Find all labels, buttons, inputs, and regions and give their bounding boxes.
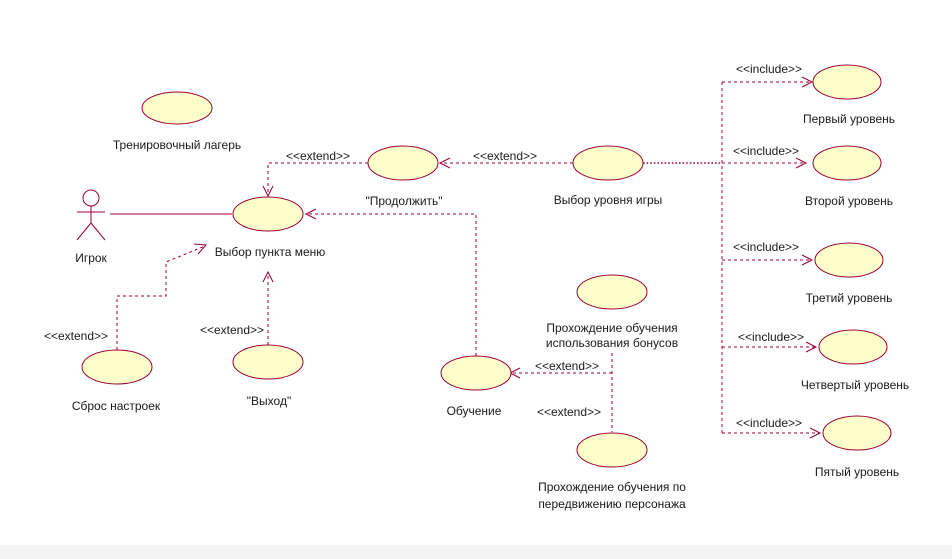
use-case-bonus-training xyxy=(576,274,648,310)
training-label: Обучение xyxy=(447,404,502,418)
use-case-movement-training xyxy=(576,432,648,468)
extend-continue-arrow xyxy=(262,185,274,198)
training-camp-label: Тренировочный лагерь xyxy=(113,138,241,152)
extend-stereotype-select-level: <<extend>> xyxy=(473,149,537,163)
level1-label: Первый уровень xyxy=(803,112,895,126)
reset-label: Сброс настроек xyxy=(72,399,161,413)
include-level4-arrow xyxy=(805,341,818,353)
use-case-continue xyxy=(367,145,439,181)
include-level5-arrow xyxy=(809,427,822,439)
use-case-reset xyxy=(81,349,153,385)
use-case-training-camp xyxy=(141,91,213,125)
select-level-label: Выбор уровня игры xyxy=(554,193,663,207)
use-case-level4 xyxy=(818,329,888,365)
extend-select-level-arrow xyxy=(438,157,451,169)
training-link-arrow xyxy=(304,208,317,220)
level2-label: Второй уровень xyxy=(805,194,893,208)
movement-training-label-line1: Прохождение обучения по xyxy=(538,480,686,494)
use-case-exit xyxy=(232,344,304,380)
training-link-line xyxy=(306,213,477,356)
include-stereotype-level3: <<include>> xyxy=(733,240,799,254)
exit-label: "Выход" xyxy=(247,394,291,408)
bonus-training-label-line2: использования бонусов xyxy=(546,336,678,350)
level5-label: Пятый уровень xyxy=(815,465,899,479)
extend-stereotype-continue: <<extend>> xyxy=(286,149,350,163)
extend-exit-arrow xyxy=(262,270,274,283)
use-case-training xyxy=(440,355,512,391)
use-case-level1 xyxy=(812,64,882,100)
use-case-level2 xyxy=(812,145,882,181)
include-stereotype-level4: <<include>> xyxy=(738,330,804,344)
level3-label: Третий уровень xyxy=(806,291,893,305)
actor-label: Игрок xyxy=(75,251,107,265)
include-stereotype-level2: <<include>> xyxy=(733,144,799,158)
extend-continue-line xyxy=(267,162,368,195)
extend-reset-line xyxy=(116,245,206,350)
diagram-svg: Игрок Тренировочный лагерь Выбор пункта … xyxy=(44,62,909,511)
include-stereotype-level5: <<include>> xyxy=(736,416,802,430)
extend-stereotype-bonus: <<extend>> xyxy=(535,359,599,373)
use-case-level5 xyxy=(822,415,892,451)
level4-label: Четвертый уровень xyxy=(801,378,909,392)
extend-stereotype-movement: <<extend>> xyxy=(537,405,601,419)
include-stereotype-level1: <<include>> xyxy=(736,62,802,76)
use-case-select-level xyxy=(572,145,644,181)
bonus-training-label-line1: Прохождение обучения xyxy=(546,321,677,335)
use-case-level3 xyxy=(814,242,884,278)
use-case-menu xyxy=(232,196,304,232)
bottom-strip xyxy=(0,545,952,559)
movement-training-label-line2: передвижению персонажа xyxy=(538,497,686,511)
menu-label: Выбор пункта меню xyxy=(215,245,326,259)
extend-reset-arrow xyxy=(193,243,208,255)
continue-label: "Продолжить" xyxy=(365,194,442,208)
include-level3-arrow xyxy=(801,254,814,266)
include-level2-arrow xyxy=(795,157,808,169)
extend-stereotype-exit: <<extend>> xyxy=(200,323,264,337)
extend-stereotype-reset: <<extend>> xyxy=(44,329,108,343)
include-level1-arrow xyxy=(801,76,814,88)
player-actor-icon xyxy=(76,189,106,241)
